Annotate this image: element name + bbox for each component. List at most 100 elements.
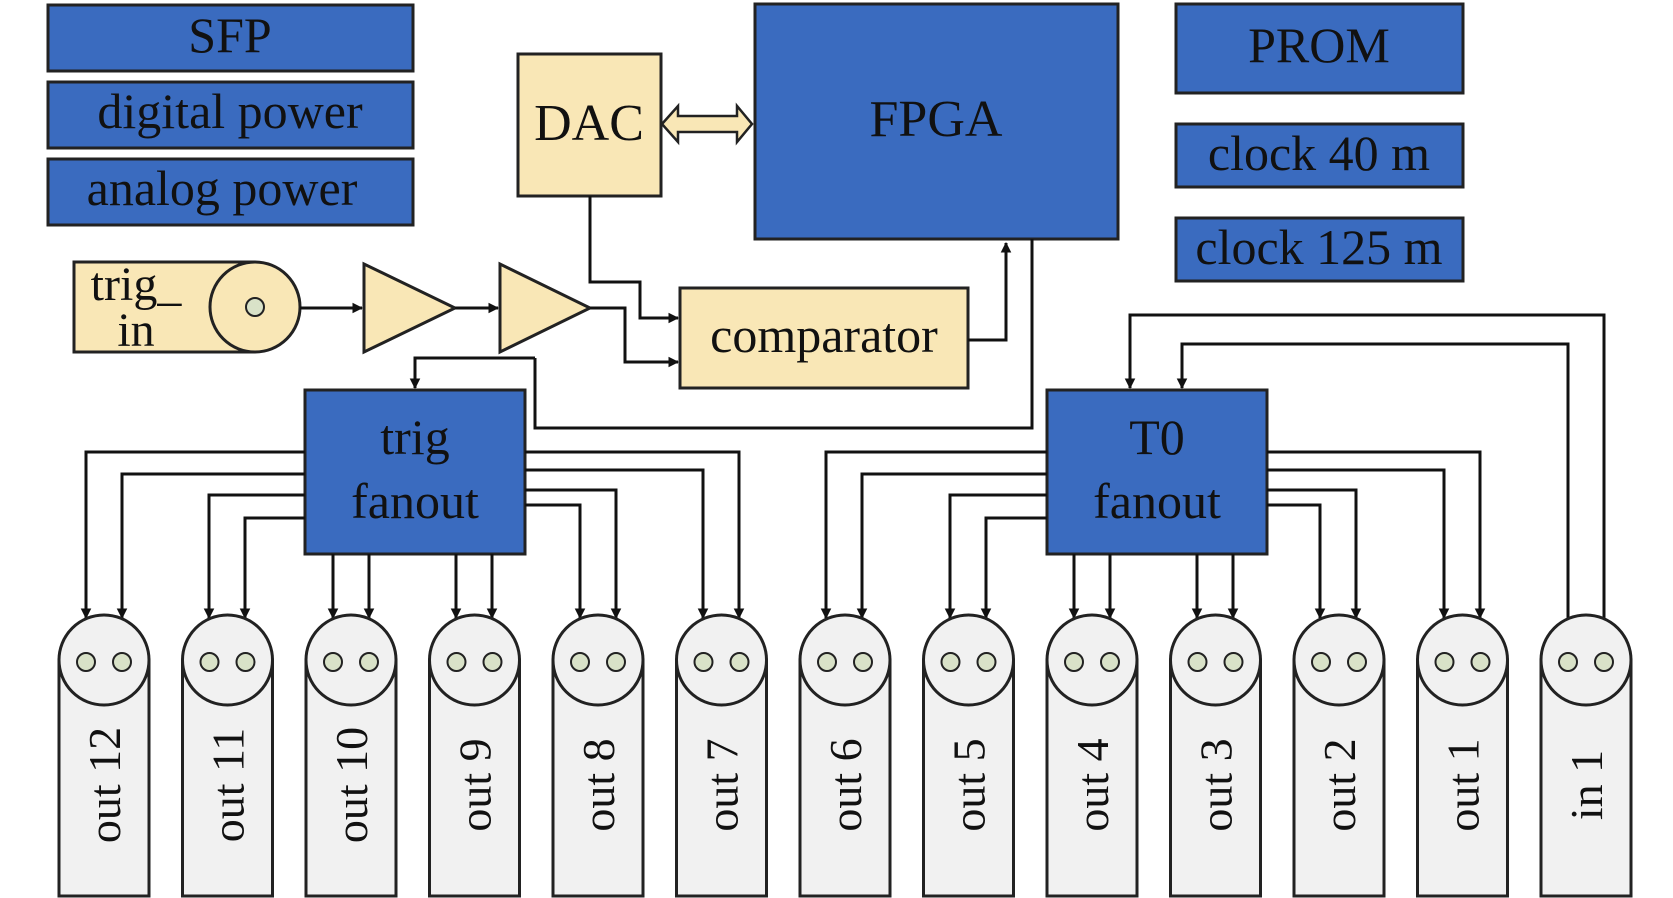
connector-label: out 1: [1438, 738, 1489, 831]
connector-pin: [1558, 652, 1578, 672]
connector-pin: [729, 652, 750, 672]
connector-label: out 2: [1314, 738, 1365, 831]
connector-pin: [570, 652, 590, 672]
trig-fanout-label-line2: fanout: [351, 473, 479, 529]
connector-out-2: out 2: [1292, 613, 1386, 898]
digital-power-block: digital power: [46, 80, 415, 150]
fpga-label: FPGA: [870, 91, 1003, 148]
t0-fanout-label-line1: T0: [1129, 409, 1185, 465]
fanout-wire: [203, 493, 305, 620]
connector-out-10: out 10: [304, 613, 398, 898]
fanout-wire: [525, 503, 586, 620]
connector-seam-cover: [1049, 658, 1135, 666]
connector-pin: [112, 652, 132, 672]
connector-pin: [1223, 652, 1244, 672]
wire-in1-t0fanout-a: [1124, 313, 1606, 620]
connector-pin: [817, 652, 837, 672]
connector-out-9: out 9: [428, 613, 521, 898]
connector-out-6: out 6: [798, 613, 892, 898]
wire-amp2-comparator: [590, 306, 680, 368]
connector-seam-cover: [61, 658, 147, 666]
connector-label: out 10: [326, 727, 377, 843]
connector-pin: [693, 652, 714, 672]
connector-seam-cover: [1419, 658, 1506, 666]
sfp-block: SFP: [46, 3, 415, 73]
connector-seam-cover: [1296, 658, 1382, 666]
connector-pin: [940, 652, 961, 672]
connector-out-3: out 3: [1169, 613, 1262, 898]
wire-dac-comparator: [588, 196, 680, 324]
connector-label: in 1: [1561, 750, 1612, 820]
connector-pin: [323, 652, 343, 672]
dac-block: DAC: [516, 52, 663, 198]
connector-pin: [235, 652, 256, 672]
trig-in-connector: trig_ in: [72, 258, 302, 357]
connector-label: out 12: [79, 727, 130, 843]
connector-label: out 8: [573, 738, 624, 831]
clock-40m-block: clock 40 m: [1174, 122, 1465, 189]
connector-pin: [1434, 652, 1455, 672]
connector-pin: [976, 652, 997, 672]
fanout-wire: [239, 516, 305, 620]
digital-power-label: digital power: [97, 83, 363, 139]
fanout-wire: [820, 450, 1047, 620]
fanout-wire: [116, 472, 305, 620]
connector-pin: [853, 652, 873, 672]
prom-block: PROM: [1174, 2, 1465, 95]
connector-label: out 7: [697, 738, 748, 831]
connector-seam-cover: [1543, 658, 1629, 666]
connector-label: out 4: [1067, 738, 1118, 831]
comparator-block: comparator: [678, 286, 970, 390]
analog-power-block: analog power: [46, 157, 415, 227]
connector-out-7: out 7: [675, 613, 768, 898]
fanout-wire: [525, 488, 622, 620]
connector-seam-cover: [555, 658, 641, 666]
connector-label: out 9: [450, 738, 501, 831]
dac-label: DAC: [534, 95, 644, 152]
connector-seam-cover: [1172, 658, 1259, 666]
prom-label: PROM: [1248, 17, 1390, 73]
clock-40m-label: clock 40 m: [1208, 125, 1430, 181]
fanout-wire: [525, 468, 709, 620]
clock-125m-block: clock 125 m: [1174, 216, 1465, 283]
connector-seam-cover: [925, 658, 1012, 666]
connector-out-12: out 12: [57, 613, 151, 898]
connector-pin: [482, 652, 503, 672]
connector-pin: [1064, 652, 1084, 672]
wire-amp1-trigfanout: [409, 356, 535, 390]
amplifier-2: [498, 261, 594, 355]
connector-label: out 6: [820, 738, 871, 831]
fanout-wire: [1267, 503, 1326, 620]
connector-row: out 12 out 11 out 10 out 9 out 8 out 7 out 6 ou…: [57, 613, 1633, 898]
signal-wires: [300, 196, 1606, 620]
connector-pin: [606, 652, 626, 672]
connector-pin: [1594, 652, 1614, 672]
connector-label: out 5: [944, 738, 995, 831]
fanout-wire: [1267, 450, 1486, 620]
trig-in-pin: [245, 297, 265, 317]
connector-out-4: out 4: [1045, 613, 1139, 898]
analog-power-label: analog power: [87, 160, 358, 216]
comparator-label: comparator: [710, 307, 938, 363]
connector-pin: [359, 652, 379, 672]
trig-fanout-block: trig fanout: [303, 388, 527, 556]
connector-pin: [199, 652, 220, 672]
connector-out-8: out 8: [551, 613, 645, 898]
connector-seam-cover: [431, 658, 518, 666]
connector-out-11: out 11: [181, 613, 274, 898]
wire-in1-t0fanout-b: [1176, 342, 1570, 620]
connector-pin: [1187, 652, 1208, 672]
trig-in-label-line2: in: [117, 304, 154, 357]
connector-pin: [1470, 652, 1491, 672]
connector-pin: [446, 652, 467, 672]
trig-fanout-label-line1: trig: [380, 409, 449, 465]
connector-pin: [1347, 652, 1367, 672]
connector-in-1: in 1: [1539, 613, 1633, 898]
connector-label: out 3: [1191, 738, 1242, 831]
fanout-wire: [1267, 468, 1450, 620]
t0-fanout-block: T0 fanout: [1045, 388, 1269, 556]
fanout-wire: [980, 516, 1047, 620]
connector-pin: [76, 652, 96, 672]
connector-label: out 11: [203, 728, 254, 843]
wire-comparator-fpga: [968, 241, 1012, 342]
